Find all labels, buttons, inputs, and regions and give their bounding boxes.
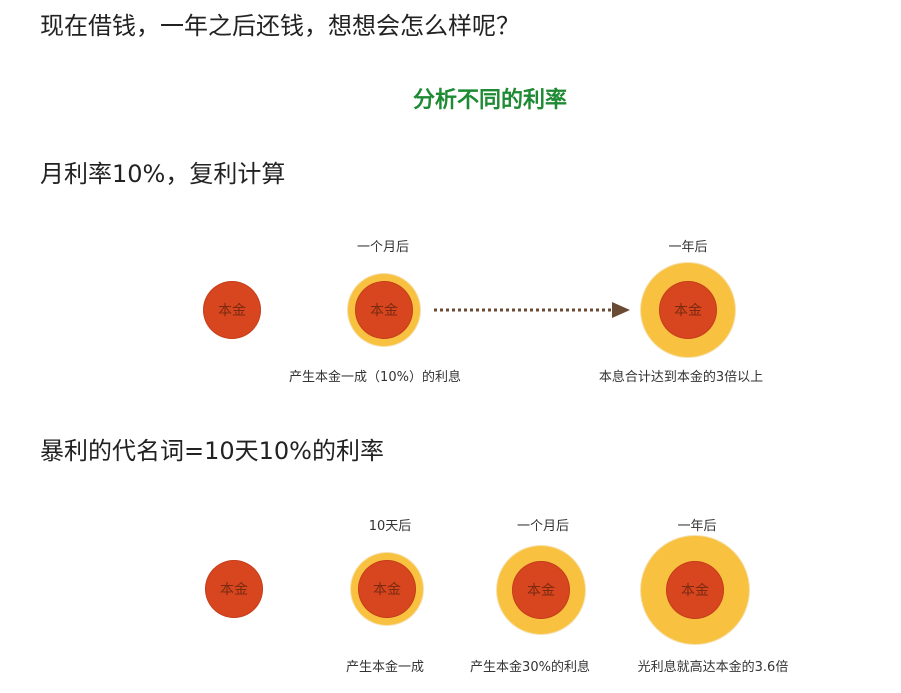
principal-core: 本金: [512, 561, 570, 619]
label-one-year: 一年后: [677, 519, 717, 534]
coin-after-one-year: 本金: [641, 263, 735, 357]
principal-core: 本金: [355, 281, 413, 339]
subtitle: 分析不同的利率: [412, 88, 567, 113]
caption-one-month: 产生本金30%的利息: [470, 660, 590, 675]
section2-heading: 暴利的代名词=10天10%的利率: [40, 437, 384, 465]
caption-one-year: 本息合计达到本金的3倍以上: [598, 370, 764, 385]
principal-core: 本金: [358, 560, 416, 618]
label-ten-days: 10天后: [368, 519, 412, 534]
principal-core: 本金: [205, 560, 263, 618]
principal-coin-start: 本金: [203, 281, 261, 339]
principal-coin-start: 本金: [205, 560, 263, 618]
principal-core: 本金: [203, 281, 261, 339]
caption-one-year: 光利息就高达本金的3.6倍: [637, 660, 789, 675]
label-one-month: 一个月后: [356, 240, 410, 255]
label-one-month: 一个月后: [516, 519, 570, 534]
section1-heading: 月利率10%，复利计算: [40, 160, 286, 188]
coin-after-ten-days: 本金: [351, 553, 423, 625]
page-title: 现在借钱，一年之后还钱，想想会怎么样呢？: [40, 12, 520, 40]
coin-after-one-month: 本金: [497, 546, 585, 634]
coin-after-one-month: 本金: [348, 274, 420, 346]
principal-core: 本金: [666, 561, 724, 619]
arrow-right-icon: [434, 302, 630, 318]
caption-one-month: 产生本金一成（10%）的利息: [289, 370, 461, 385]
caption-ten-days: 产生本金一成: [345, 660, 425, 675]
coin-after-one-year: 本金: [641, 536, 749, 644]
label-one-year: 一年后: [668, 240, 708, 255]
principal-core: 本金: [659, 281, 717, 339]
